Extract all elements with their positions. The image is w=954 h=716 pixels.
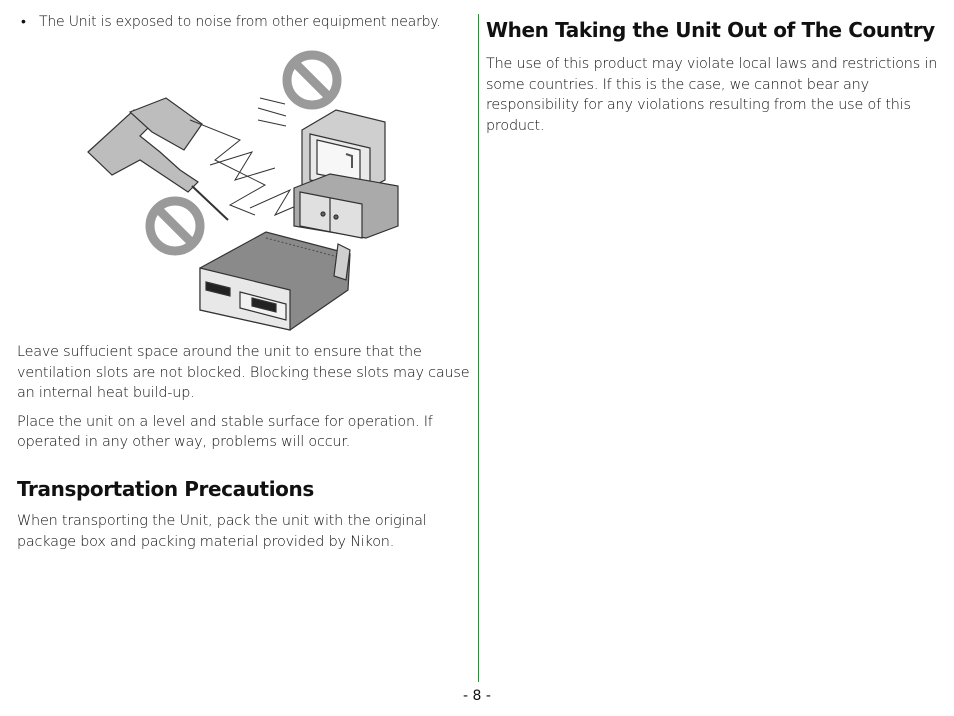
scanner-unit-icon xyxy=(199,231,351,331)
country-heading: When Taking the Unit Out of The Country xyxy=(486,18,935,42)
monitor-icon xyxy=(301,109,386,199)
drill-icon xyxy=(87,97,229,221)
bullet-dot: • xyxy=(21,14,26,30)
transport-paragraph: When transporting the Unit, pack the uni… xyxy=(17,513,427,550)
computer-icon xyxy=(293,173,399,239)
country-paragraph: The use of this product may violate loca… xyxy=(486,56,938,134)
left-column: • The Unit is exposed to noise from other… xyxy=(17,12,472,32)
noise-bullet-text: The Unit is exposed to noise from other … xyxy=(39,14,441,30)
ventilation-section: Leave suffucient space around the unit t… xyxy=(17,342,472,453)
column-divider xyxy=(478,14,479,682)
transport-heading: Transportation Precautions xyxy=(17,477,314,501)
transport-section: Transportation Precautions When transpor… xyxy=(17,477,472,552)
page-number: - 8 - xyxy=(463,688,491,704)
prohibit-icon xyxy=(282,50,342,110)
right-column: When Taking the Unit Out of The Country … xyxy=(486,18,938,136)
prohibit-icon xyxy=(145,196,205,256)
noise-illustration xyxy=(87,50,399,331)
noise-bullet: • The Unit is exposed to noise from other… xyxy=(21,12,472,32)
noise-lightning-icon xyxy=(189,97,311,217)
ventilation-paragraph: Leave suffucient space around the unit t… xyxy=(17,344,470,401)
surface-paragraph: Place the unit on a level and stable sur… xyxy=(17,413,433,451)
